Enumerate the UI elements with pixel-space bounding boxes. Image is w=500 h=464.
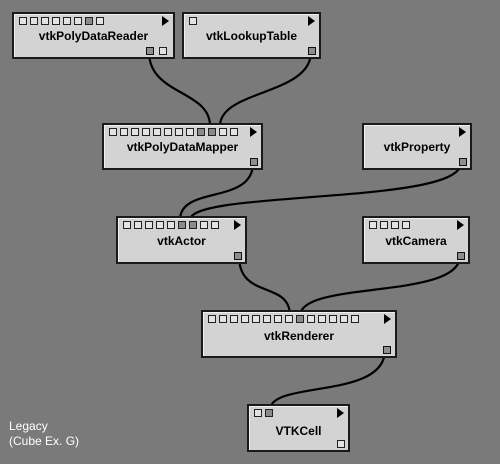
input-port[interactable]: [96, 17, 104, 25]
input-port[interactable]: [254, 409, 262, 417]
input-port[interactable]: [30, 17, 38, 25]
output-port[interactable]: [159, 47, 167, 55]
legend-line-2: (Cube Ex. G): [9, 434, 80, 448]
module-menu-triangle-icon[interactable]: [234, 220, 241, 230]
module-menu-triangle-icon[interactable]: [384, 314, 391, 324]
input-port[interactable]: [263, 315, 271, 323]
input-port[interactable]: [52, 17, 60, 25]
connection-property-actor: [188, 162, 463, 221]
module-vtkcamera[interactable]: vtkCamera: [362, 216, 470, 264]
input-port[interactable]: [19, 17, 27, 25]
connection-mapper-actor: [178, 162, 255, 221]
input-port[interactable]: [219, 128, 227, 136]
module-name: vtkRenderer: [263, 329, 335, 343]
connection-renderer-cell: [268, 349, 387, 411]
module-vtkpolydatareader[interactable]: vtkPolyDataReader: [12, 12, 175, 59]
output-port[interactable]: [457, 252, 465, 260]
output-port[interactable]: [459, 158, 467, 166]
module-vtklookuptable[interactable]: vtkLookupTable: [182, 12, 321, 59]
input-port[interactable]: [285, 315, 293, 323]
input-port[interactable]: [265, 409, 273, 417]
input-port[interactable]: [241, 315, 249, 323]
input-port[interactable]: [186, 128, 194, 136]
input-port[interactable]: [85, 17, 93, 25]
module-name: vtkPolyDataReader: [38, 29, 149, 43]
input-port[interactable]: [189, 17, 197, 25]
input-port[interactable]: [175, 128, 183, 136]
input-port[interactable]: [230, 128, 238, 136]
module-vtkcell[interactable]: VTKCell: [247, 404, 350, 452]
output-port[interactable]: [308, 47, 316, 55]
input-port[interactable]: [211, 221, 219, 229]
input-port[interactable]: [208, 315, 216, 323]
input-port[interactable]: [134, 221, 142, 229]
input-port[interactable]: [402, 221, 410, 229]
input-port[interactable]: [200, 221, 208, 229]
input-port[interactable]: [252, 315, 260, 323]
input-port[interactable]: [164, 128, 172, 136]
module-menu-triangle-icon[interactable]: [459, 127, 466, 137]
module-vtkpolydatamapper[interactable]: vtkPolyDataMapper: [102, 123, 263, 170]
input-port[interactable]: [230, 315, 238, 323]
input-port[interactable]: [296, 315, 304, 323]
input-port[interactable]: [131, 128, 139, 136]
connection-actor-renderer: [237, 255, 292, 317]
output-port[interactable]: [234, 252, 242, 260]
module-name: vtkPolyDataMapper: [126, 140, 239, 154]
input-port[interactable]: [351, 315, 359, 323]
input-port[interactable]: [63, 17, 71, 25]
module-vtkactor[interactable]: vtkActor: [116, 216, 247, 264]
module-menu-triangle-icon[interactable]: [457, 220, 464, 230]
module-name: VTKCell: [275, 424, 322, 438]
input-port[interactable]: [189, 221, 197, 229]
input-port[interactable]: [329, 315, 337, 323]
connection-lut-mapper: [218, 51, 313, 127]
input-port[interactable]: [178, 221, 186, 229]
module-menu-triangle-icon[interactable]: [250, 127, 257, 137]
input-port[interactable]: [41, 17, 49, 25]
input-port[interactable]: [167, 221, 175, 229]
output-port[interactable]: [250, 158, 258, 166]
input-port[interactable]: [274, 315, 282, 323]
input-port[interactable]: [156, 221, 164, 229]
input-port[interactable]: [318, 315, 326, 323]
connection-reader-mapper: [147, 51, 212, 127]
module-menu-triangle-icon[interactable]: [337, 408, 344, 418]
module-vtkrenderer[interactable]: vtkRenderer: [201, 310, 397, 358]
input-port[interactable]: [369, 221, 377, 229]
module-name: vtkLookupTable: [205, 29, 298, 43]
module-name: vtkActor: [157, 234, 206, 248]
input-port[interactable]: [219, 315, 227, 323]
legend-line-1: Legacy: [9, 419, 48, 433]
input-port[interactable]: [142, 128, 150, 136]
input-port[interactable]: [109, 128, 117, 136]
input-port[interactable]: [208, 128, 216, 136]
input-port[interactable]: [391, 221, 399, 229]
input-port[interactable]: [307, 315, 315, 323]
input-port[interactable]: [153, 128, 161, 136]
input-port[interactable]: [74, 17, 82, 25]
input-port[interactable]: [340, 315, 348, 323]
input-port[interactable]: [145, 221, 153, 229]
module-menu-triangle-icon[interactable]: [162, 16, 169, 26]
output-port[interactable]: [337, 440, 345, 448]
output-port[interactable]: [146, 47, 154, 55]
legend: Legacy (Cube Ex. G): [9, 419, 79, 449]
output-port[interactable]: [383, 346, 391, 354]
input-port[interactable]: [197, 128, 205, 136]
module-menu-triangle-icon[interactable]: [308, 16, 315, 26]
input-port[interactable]: [123, 221, 131, 229]
input-port[interactable]: [380, 221, 388, 229]
connection-camera-renderer: [298, 255, 462, 317]
input-port[interactable]: [120, 128, 128, 136]
module-vtkproperty[interactable]: vtkProperty: [362, 123, 472, 170]
module-name: vtkCamera: [385, 234, 447, 248]
module-name: vtkProperty: [383, 140, 451, 154]
